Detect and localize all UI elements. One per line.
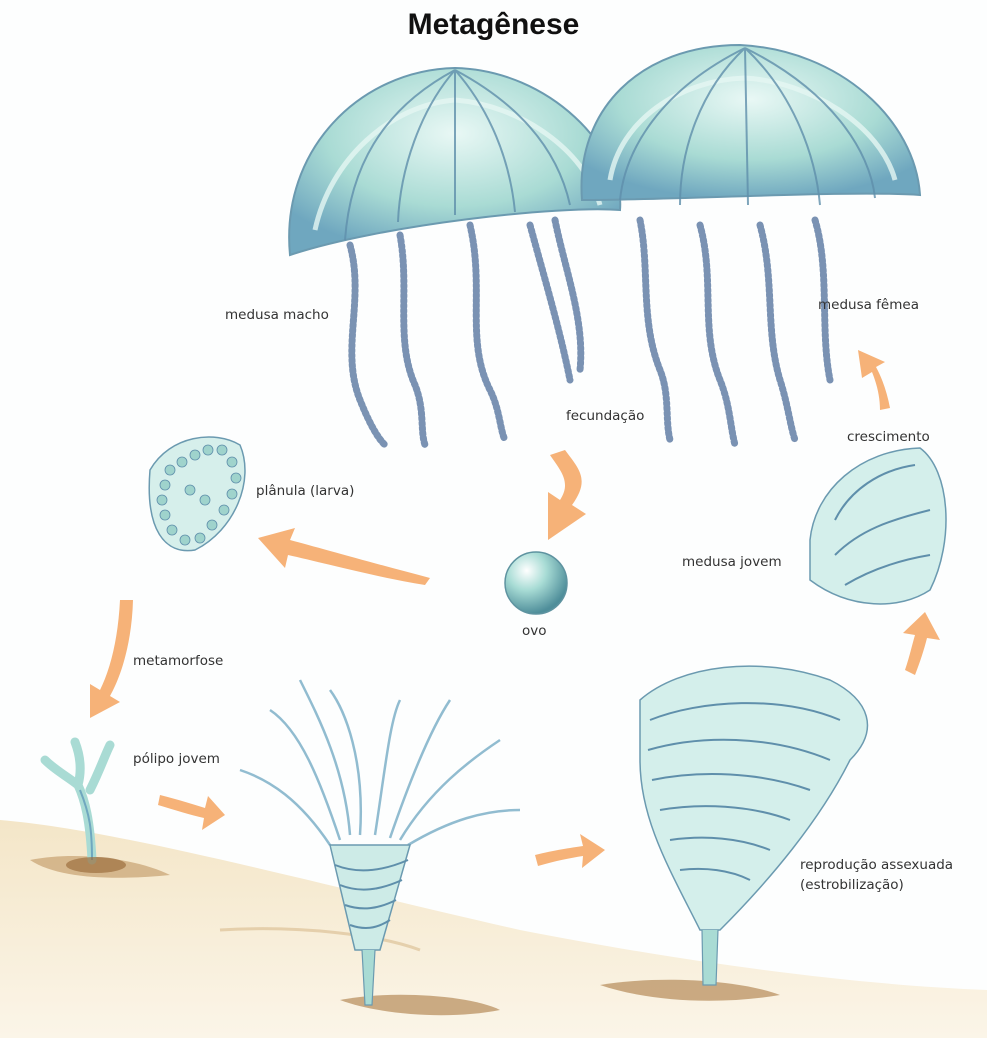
label-reproducao: reprodução assexuada bbox=[800, 856, 953, 875]
seabed bbox=[0, 820, 987, 1038]
label-medusa-jovem: medusa jovem bbox=[682, 553, 782, 572]
female-medusa bbox=[581, 45, 920, 445]
label-planula: plânula (larva) bbox=[256, 482, 354, 501]
label-ovo: ovo bbox=[522, 622, 547, 641]
label-medusa-femea: medusa fêmea bbox=[818, 296, 919, 315]
ephyra bbox=[810, 448, 946, 604]
male-medusa bbox=[289, 68, 620, 445]
label-polipo-jovem: pólipo jovem bbox=[133, 750, 220, 769]
label-medusa-macho: medusa macho bbox=[225, 306, 329, 325]
label-fecundacao: fecundação bbox=[566, 407, 644, 426]
label-metamorfose: metamorfose bbox=[133, 652, 223, 671]
label-estrobilizacao: (estrobilização) bbox=[800, 876, 904, 895]
strobila bbox=[640, 666, 867, 985]
egg bbox=[505, 552, 567, 614]
page-title: Metagênese bbox=[0, 8, 987, 42]
planula-larva bbox=[149, 437, 245, 551]
label-crescimento: crescimento bbox=[847, 428, 930, 447]
